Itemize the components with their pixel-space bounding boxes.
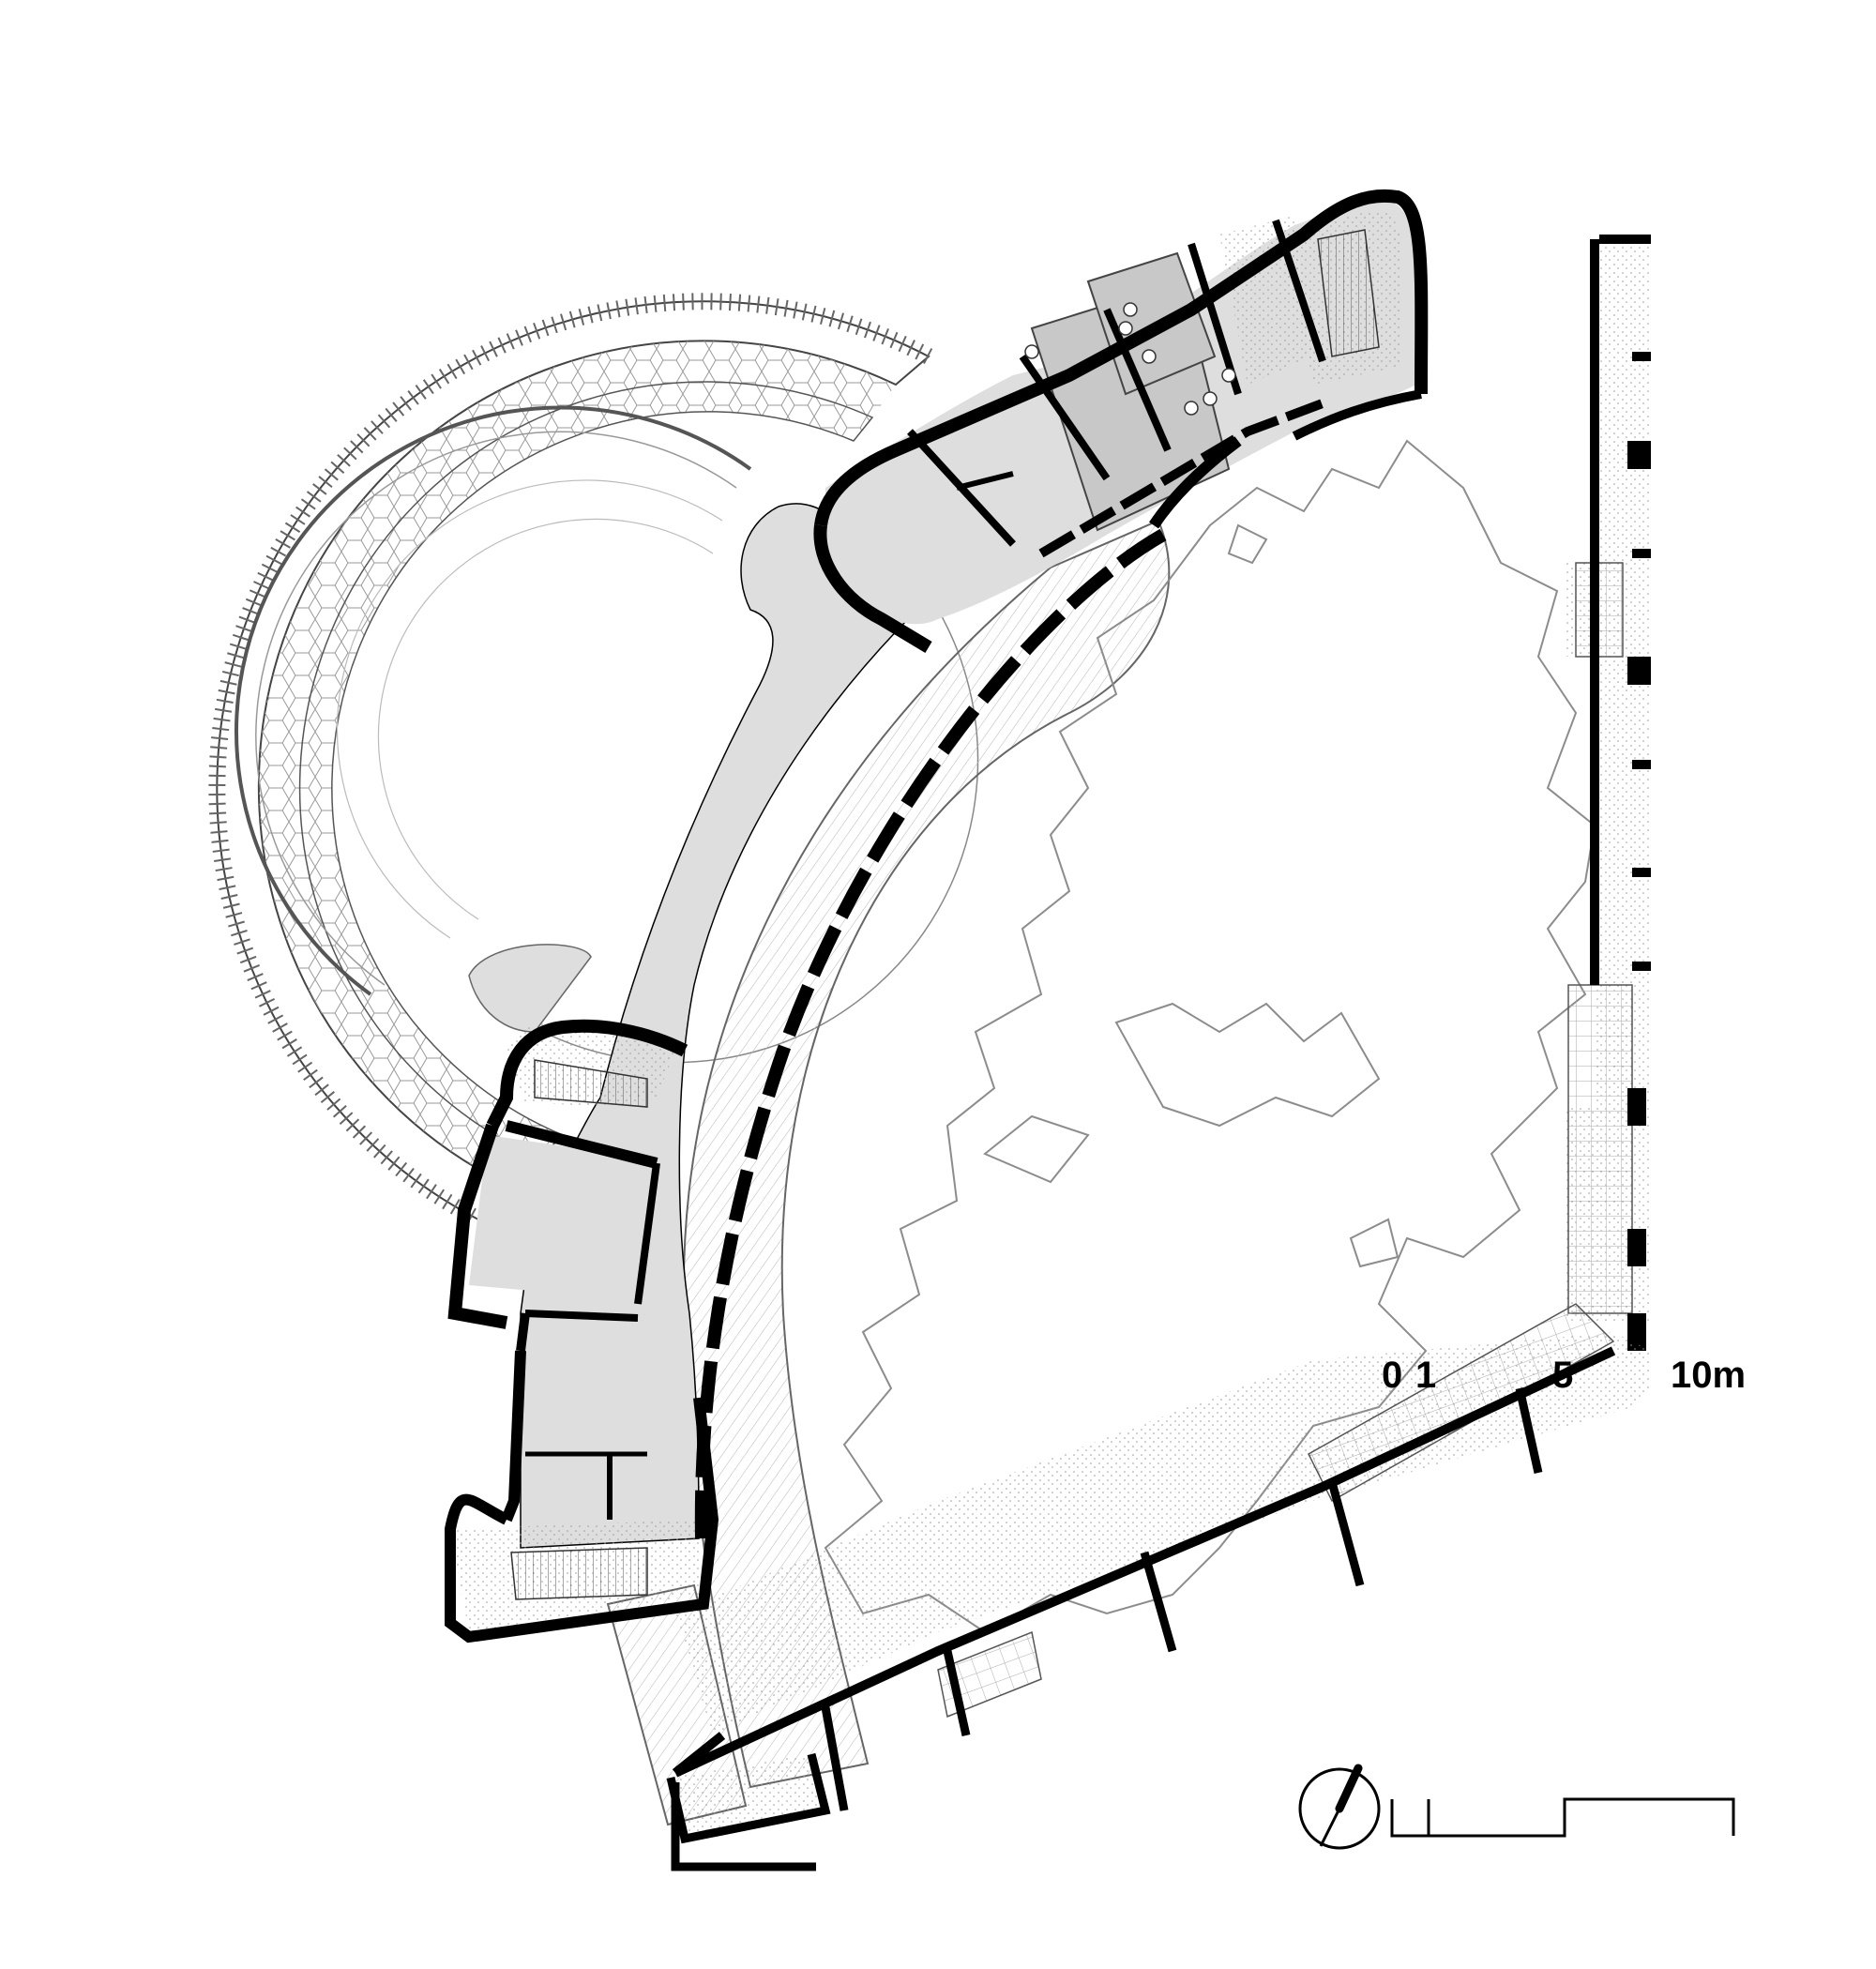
corridor-facade-wall [694,436,1242,1539]
right-wing-building [1566,235,1651,1351]
north-arrow-icon [1298,1764,1381,1850]
scale-label-ten: 10m [1671,1355,1747,1396]
scale-label-one: 1 [1415,1355,1437,1396]
upper-wing-rooms [813,189,1429,654]
tree-canopy-outline [824,439,1596,1634]
lower-core-rooms [445,1019,719,1643]
scale-bar [1390,1797,1735,1838]
scale-label-zero: 0 [1382,1355,1403,1396]
lower-wing-building [666,1303,1651,1871]
scale-label-five: 5 [1552,1355,1574,1396]
